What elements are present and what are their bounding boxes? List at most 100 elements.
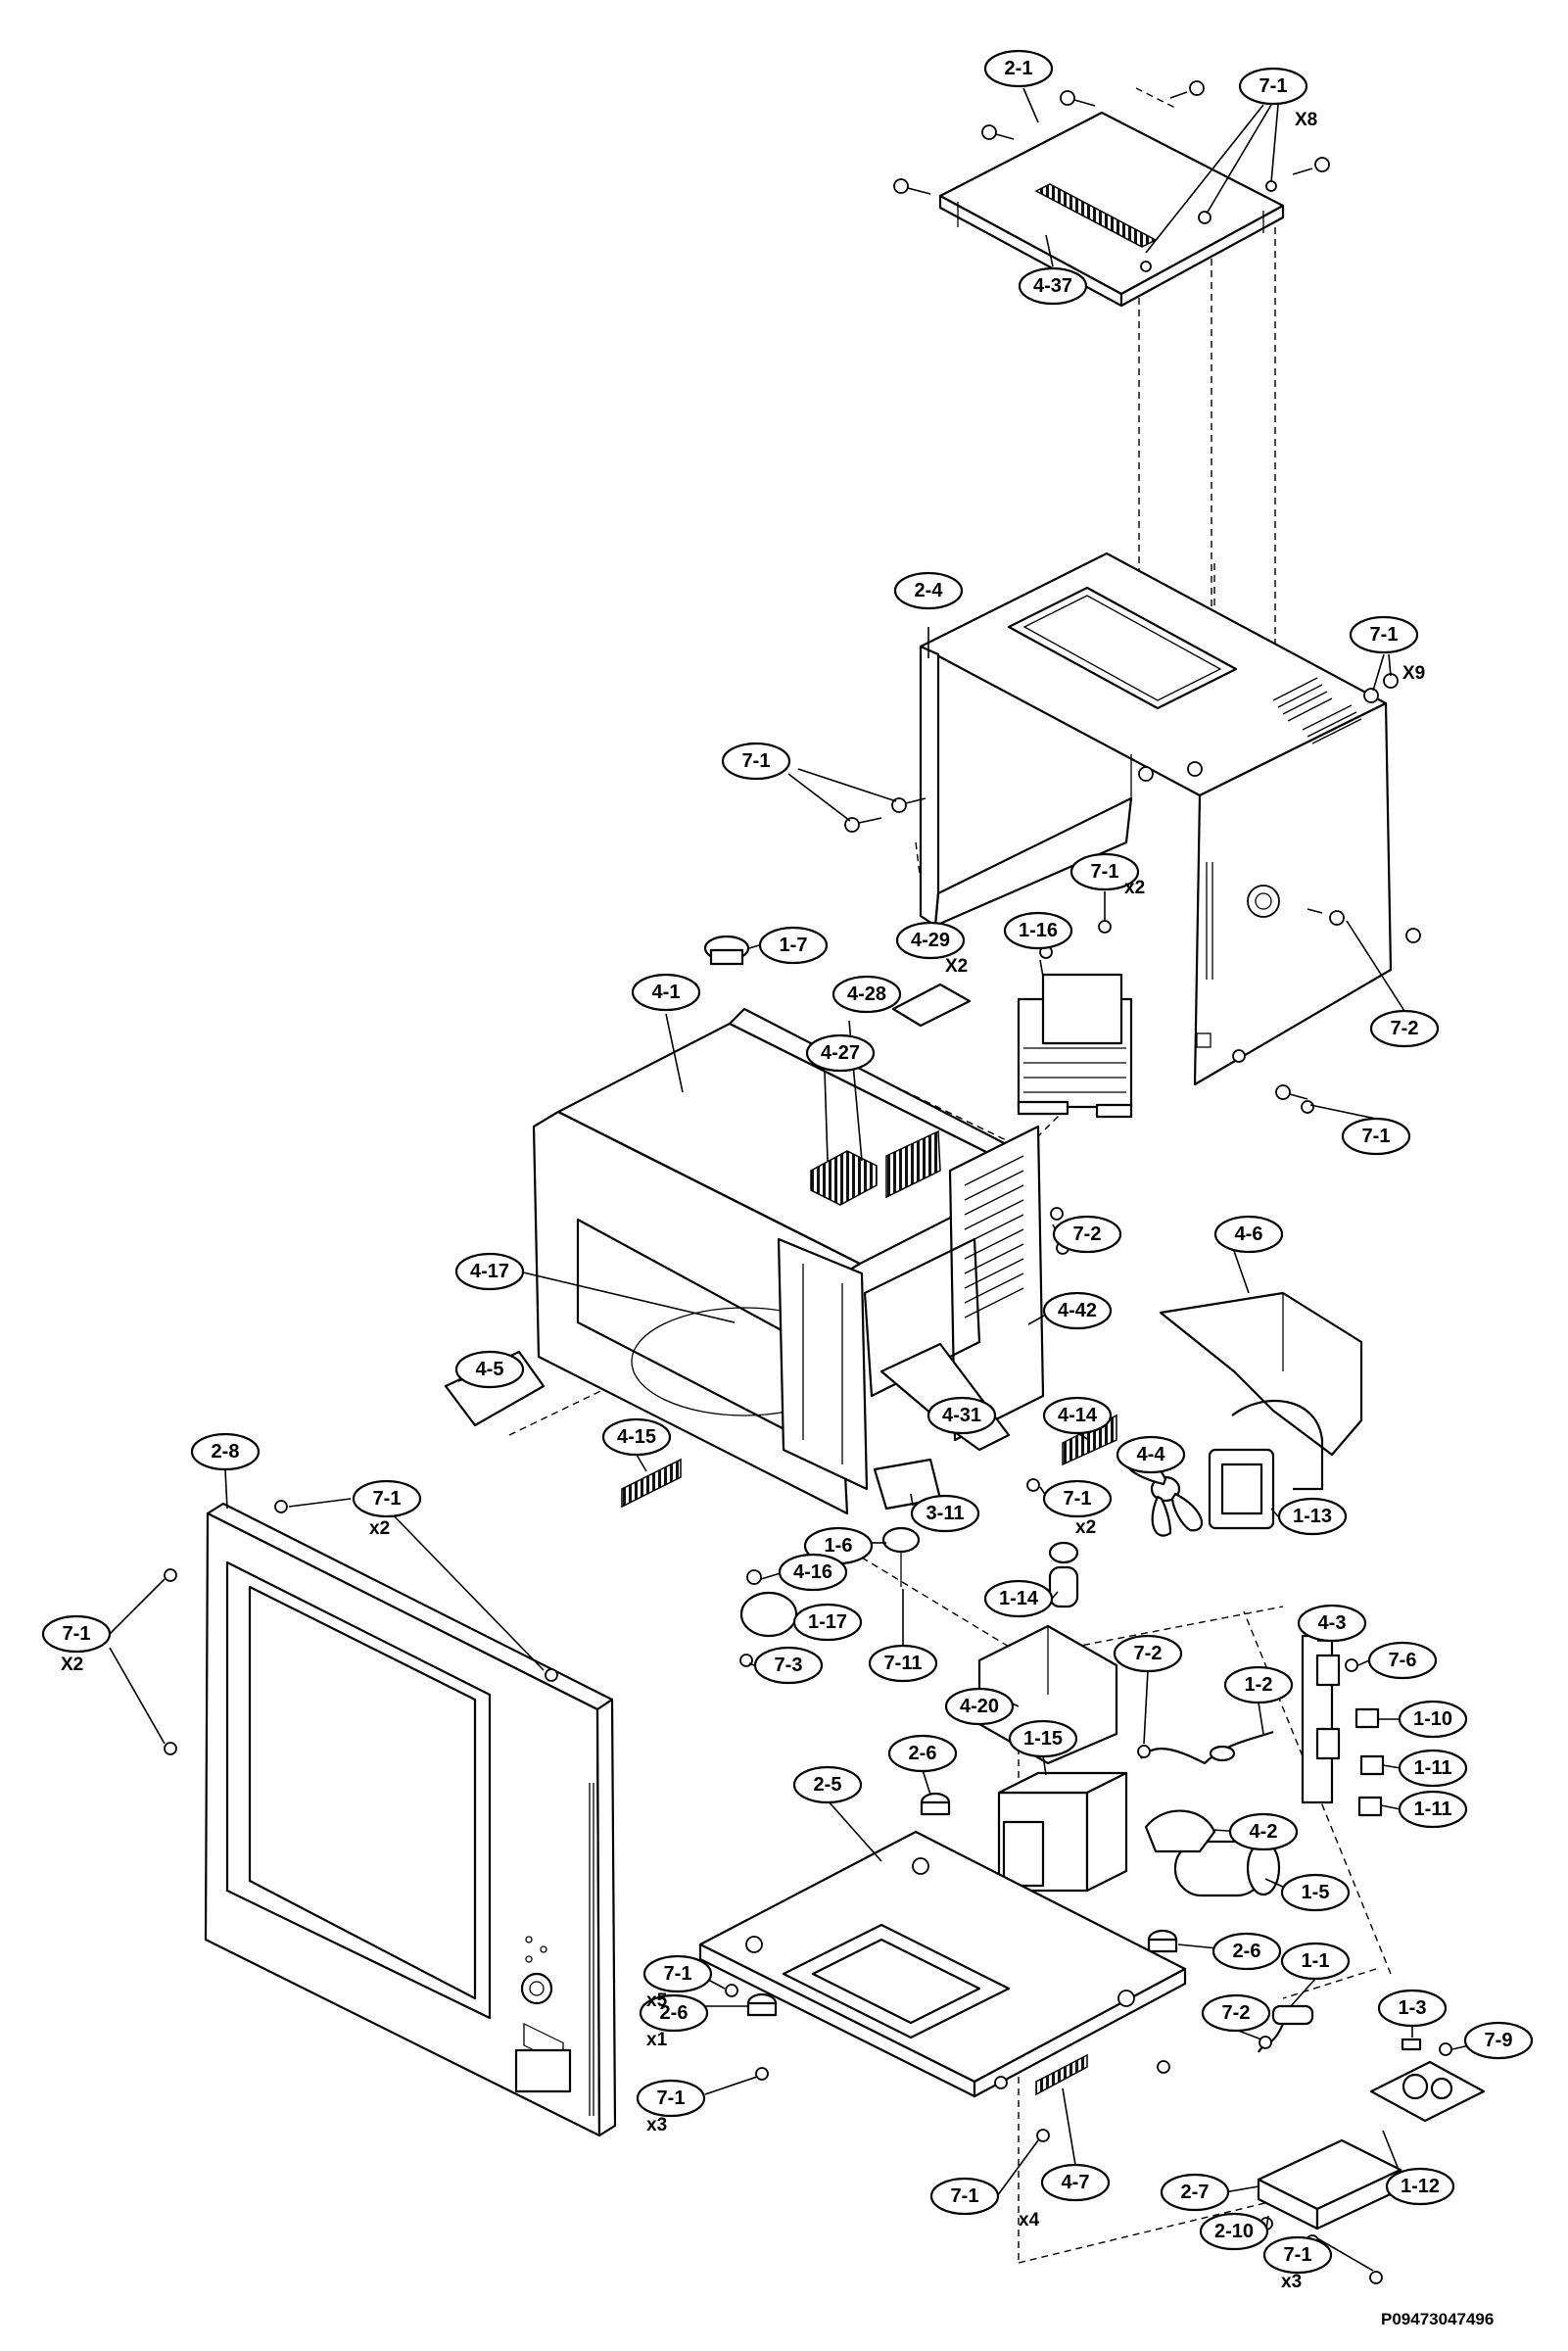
svg-text:7-1: 7-1: [657, 2087, 686, 2109]
svg-text:1-7: 1-7: [780, 935, 808, 956]
callout-2-8: 2-8: [190, 1432, 261, 1471]
svg-text:2-7: 2-7: [1181, 2182, 1210, 2203]
callout-4-42: 4-42: [1042, 1291, 1113, 1330]
callout-4-3: 4-3: [1297, 1604, 1367, 1643]
fuse-part: [1401, 2038, 1422, 2051]
absorber-pad-part: [1035, 2053, 1088, 2096]
svg-text:1-14: 1-14: [999, 1588, 1039, 1609]
svg-text:7-9: 7-9: [1485, 2030, 1513, 2051]
callout-1-3: 1-3: [1377, 1989, 1448, 2028]
qty-label: X9: [1402, 663, 1425, 684]
svg-text:7-2: 7-2: [1222, 2002, 1251, 2024]
callout-4-28: 4-28: [832, 975, 902, 1014]
callout-4-27: 4-27: [805, 1033, 876, 1073]
callout-4-2: 4-2: [1228, 1812, 1299, 1851]
svg-text:4-3: 4-3: [1318, 1612, 1347, 1634]
svg-text:4-4: 4-4: [1137, 1444, 1166, 1465]
callout-1-11: 1-11: [1398, 1749, 1468, 1788]
svg-text:1-11: 1-11: [1414, 1757, 1452, 1779]
callout-7-1: 7-1: [352, 1479, 422, 1518]
qty-label: x3: [646, 2115, 667, 2135]
qty-label: x1: [646, 2030, 668, 2050]
svg-text:1-10: 1-10: [1413, 1708, 1452, 1730]
callout-4-20: 4-20: [944, 1687, 1015, 1726]
callout-4-37: 4-37: [1018, 266, 1088, 306]
callout-3-11: 3-11: [910, 1494, 980, 1533]
svg-text:2-6: 2-6: [909, 1743, 937, 1764]
transformer-part: [997, 1771, 1128, 1893]
callout-4-16: 4-16: [778, 1553, 848, 1592]
svg-text:2-5: 2-5: [814, 1774, 842, 1796]
svg-text:4-16: 4-16: [793, 1561, 832, 1583]
thermal-cutout-part: [703, 935, 750, 966]
svg-text:4-37: 4-37: [1033, 275, 1072, 297]
svg-text:1-12: 1-12: [1401, 2176, 1440, 2197]
callout-4-5: 4-5: [454, 1350, 525, 1389]
capacitor-bracket-part: [1144, 1809, 1216, 1853]
qty-label: X2: [61, 1655, 83, 1675]
top-cover-part: [938, 111, 1285, 308]
svg-text:2-4: 2-4: [915, 580, 944, 601]
svg-text:4-14: 4-14: [1058, 1405, 1098, 1426]
callout-2-5: 2-5: [792, 1765, 863, 1804]
interlock-bracket-part: [1301, 1634, 1385, 1817]
svg-text:7-2: 7-2: [1391, 1018, 1419, 1039]
svg-text:7-1: 7-1: [1091, 861, 1119, 883]
svg-text:7-1: 7-1: [1370, 624, 1399, 646]
outer-cabinet-part: [919, 552, 1393, 1086]
svg-text:1-16: 1-16: [1019, 920, 1058, 941]
callout-2-10: 2-10: [1199, 2212, 1269, 2251]
svg-text:7-2: 7-2: [1073, 1223, 1102, 1245]
svg-text:2-10: 2-10: [1214, 2221, 1254, 2242]
svg-text:7-1: 7-1: [63, 1623, 91, 1645]
qty-label: x2: [369, 1518, 390, 1539]
magnetron-part: [1017, 973, 1133, 1119]
svg-text:4-7: 4-7: [1062, 2172, 1090, 2193]
svg-text:7-1: 7-1: [1259, 75, 1288, 97]
foot-part: [746, 1992, 778, 2017]
svg-text:7-2: 7-2: [1134, 1643, 1163, 1664]
turntable-motor-part: [739, 1569, 798, 1638]
callout-1-2: 1-2: [1223, 1665, 1294, 1704]
callout-1-16: 1-16: [1003, 911, 1073, 950]
callout-4-14: 4-14: [1042, 1396, 1113, 1435]
svg-text:4-20: 4-20: [960, 1696, 999, 1717]
svg-text:7-1: 7-1: [951, 2185, 979, 2207]
svg-text:1-6: 1-6: [825, 1535, 853, 1557]
callout-1-7: 1-7: [758, 926, 829, 965]
callout-7-1: 7-1: [1069, 852, 1140, 891]
quantity-labels: X8 X9 x2 X2 x2 x2 X2 x5 x1 x3 x4 x3: [61, 110, 1425, 2292]
callout-4-1: 4-1: [631, 973, 701, 1012]
callout-1-12: 1-12: [1385, 2167, 1455, 2206]
callout-4-6: 4-6: [1213, 1215, 1284, 1254]
foot-part: [920, 1792, 951, 1816]
callout-4-17: 4-17: [454, 1252, 525, 1291]
svg-text:4-42: 4-42: [1058, 1300, 1097, 1321]
qty-label: X2: [945, 956, 968, 977]
svg-text:7-6: 7-6: [1389, 1650, 1417, 1671]
svg-text:1-11: 1-11: [1414, 1799, 1452, 1820]
callout-1-1: 1-1: [1280, 1942, 1351, 1981]
fan-motor-part: [1208, 1448, 1275, 1530]
callout-4-4: 4-4: [1116, 1435, 1186, 1474]
callout-4-29: 4-29: [895, 921, 966, 960]
wire-harness-part: [1137, 1730, 1274, 1765]
callout-4-7: 4-7: [1040, 2163, 1111, 2202]
callout-7-1: 7-1: [929, 2177, 1000, 2216]
qty-label: x4: [1019, 2210, 1040, 2231]
door-vent-strip: [589, 1783, 594, 2116]
reference-number: P09473047496: [1381, 2310, 1495, 2328]
qty-label: x2: [1075, 1517, 1096, 1538]
screw: [1098, 920, 1112, 934]
callout-7-1: 7-1: [1042, 1479, 1113, 1518]
callout-4-31: 4-31: [927, 1396, 997, 1435]
svg-text:1-13: 1-13: [1293, 1506, 1332, 1527]
fuse-holder-part: [1258, 2004, 1314, 2053]
callout-7-2: 7-2: [1052, 1215, 1122, 1254]
callout-1-14: 1-14: [983, 1579, 1054, 1618]
callout-2-6: 2-6: [1212, 1932, 1282, 1971]
svg-text:4-27: 4-27: [821, 1042, 860, 1064]
svg-text:7-1: 7-1: [1362, 1126, 1391, 1147]
screws-top: [893, 80, 1330, 272]
